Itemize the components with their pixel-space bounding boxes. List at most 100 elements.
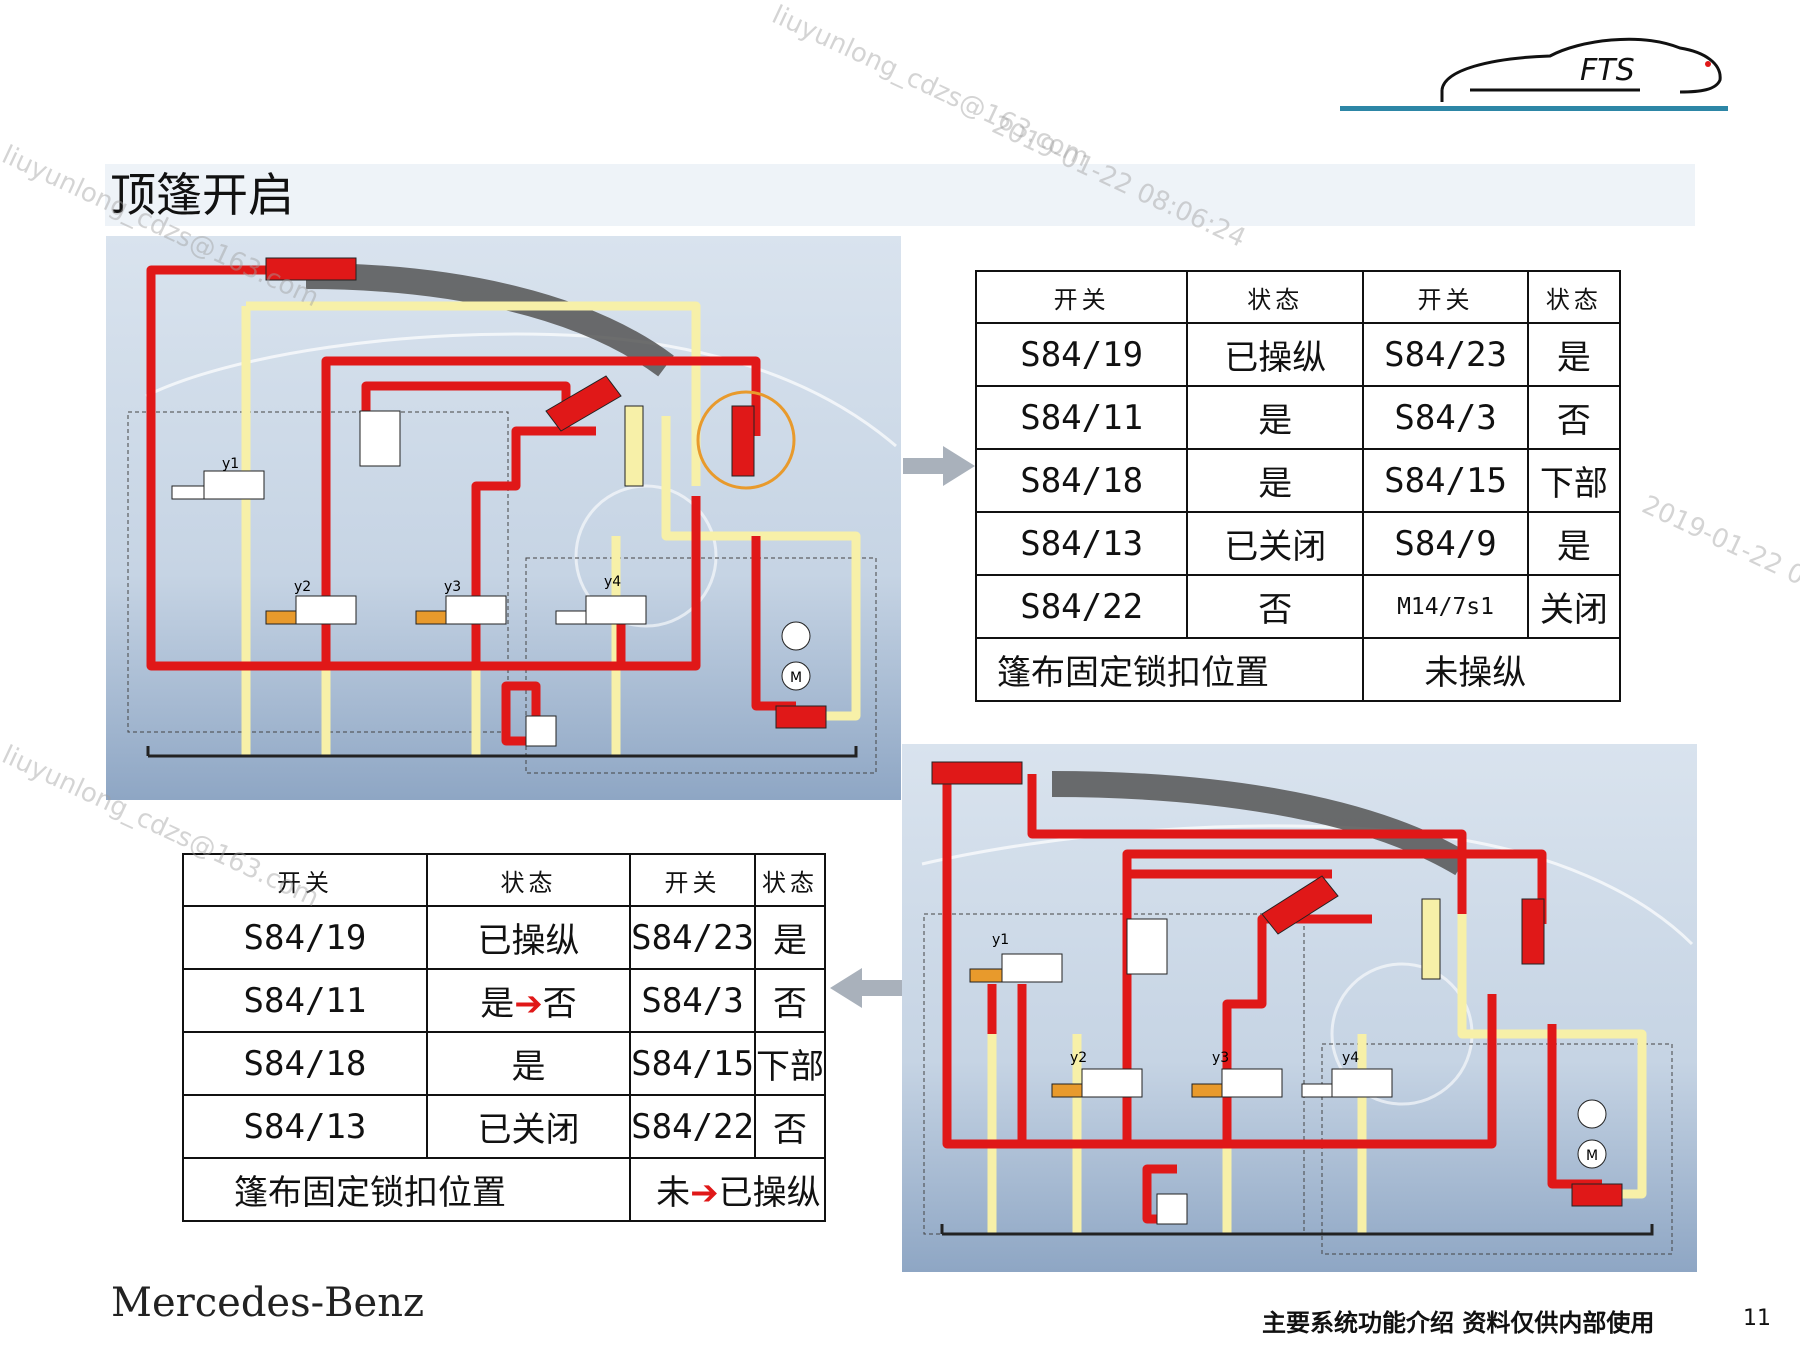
table-header: 状态: [425, 853, 632, 907]
status-cell: 已关闭: [1186, 511, 1365, 576]
arrow-right-icon: [903, 446, 975, 486]
switch-cell: S84/18: [974, 448, 1189, 513]
table-row: S84/13 已关闭 S84/9 是: [974, 511, 1622, 576]
watermark-email: liuyunlong_cdzs@163.com: [767, 0, 1094, 174]
red-arrow-icon: ➔: [690, 1173, 719, 1213]
switch-cell: S84/11: [182, 968, 428, 1033]
valve-y1-active: y1: [969, 932, 1063, 983]
valve-y1-label-2: y1: [992, 932, 1009, 948]
page-number: 11: [1743, 1306, 1771, 1331]
switch-status-table-change: 开关 状态 开关 状态 S84/19 已操纵 S84/23 是 S84/11 是…: [181, 853, 827, 1222]
status-cell: 是: [425, 1031, 632, 1096]
switch-cell: S84/9: [1362, 511, 1529, 576]
table-footer-row: 篷布固定锁扣位置 未操纵: [974, 637, 1621, 702]
valve-y1-label: y1: [222, 456, 239, 472]
pump-motor-2: M: [1571, 1099, 1623, 1207]
switch-cell: S84/19: [974, 322, 1189, 387]
status-cell: 关闭: [1526, 574, 1622, 639]
red-arrow-icon: ➔: [514, 984, 543, 1024]
motor-label: M: [790, 670, 802, 686]
switch-cell: S84/15: [1362, 448, 1529, 513]
status-cell: 否: [1186, 574, 1365, 639]
logo-text: FTS: [1580, 53, 1635, 88]
status-cell: 是: [753, 905, 827, 970]
status-from: 是: [480, 984, 515, 1024]
status-cell: 否: [1526, 385, 1622, 450]
valve-y4-label: y4: [604, 574, 621, 590]
valve-y2-active: y2: [1051, 1050, 1143, 1098]
switch-cell: S84/23: [629, 905, 756, 970]
table-footer-row: 篷布固定锁扣位置 未➔已操纵: [181, 1157, 826, 1222]
valve-y2-label: y2: [294, 579, 311, 595]
lock-from: 未: [656, 1173, 691, 1213]
watermark-datetime: 2019-01-22 08:06:24: [1637, 490, 1800, 634]
status-cell: 是: [1186, 385, 1365, 450]
status-cell: 是: [1526, 511, 1622, 576]
lock-to: 已操纵: [718, 1173, 821, 1213]
brand-name: Mercedes-Benz: [111, 1280, 425, 1326]
table-header: 开关: [629, 853, 756, 907]
switch-cell: S84/13: [182, 1094, 428, 1159]
table-header: 开关: [182, 853, 428, 907]
lock-position-label: 篷布固定锁扣位置: [974, 637, 1365, 702]
switch-cell: S84/3: [629, 968, 756, 1033]
status-cell: 否: [753, 968, 827, 1033]
pump-motor: M: [775, 621, 827, 729]
table-header: 开关: [974, 270, 1189, 324]
switch-cell: S84/15: [629, 1031, 756, 1096]
table-row: S84/19 已操纵 S84/23 是: [974, 322, 1622, 387]
switch-cell: S84/22: [974, 574, 1189, 639]
switch-cell: S84/23: [1362, 322, 1529, 387]
switch-cell: S84/11: [974, 385, 1189, 450]
motor-label-2: M: [1586, 1148, 1598, 1164]
valve-y4: y4: [555, 574, 647, 625]
table-header: 开关: [1362, 270, 1529, 324]
valve-y1: y1: [171, 456, 265, 500]
table-row: S84/22 否 M14/7s1 关闭: [974, 574, 1622, 639]
switch-cell: S84/3: [1362, 385, 1529, 450]
valve-y3-label-2: y3: [1212, 1050, 1229, 1066]
table-row: S84/11 是 S84/3 否: [974, 385, 1622, 450]
table-row: S84/18 是 S84/15 下部: [974, 448, 1622, 513]
status-cell: 下部: [1526, 448, 1622, 513]
status-cell: 是: [1186, 448, 1365, 513]
valve-y2: y2: [265, 579, 357, 625]
title-bar: [105, 164, 1695, 226]
valve-y2-label-2: y2: [1070, 1050, 1087, 1066]
switch-cell: S84/18: [182, 1031, 428, 1096]
table-row: S84/19 已操纵 S84/23 是: [182, 905, 827, 970]
status-change-cell: 是➔否: [425, 968, 632, 1033]
logo-underline: [1340, 106, 1728, 111]
fts-logo: FTS: [1440, 37, 1722, 102]
status-cell: 已操纵: [425, 905, 632, 970]
valve-y3-active: y3: [1191, 1050, 1283, 1098]
status-to: 否: [542, 984, 577, 1024]
lock-position-label: 篷布固定锁扣位置: [181, 1157, 632, 1222]
switch-status-table-initial: 开关 状态 开关 状态 S84/19 已操纵 S84/23 是 S84/11 是…: [974, 270, 1622, 702]
table-row: S84/13 已关闭 S84/22 否: [182, 1094, 827, 1159]
page-title: 顶篷开启: [110, 168, 294, 222]
table-header: 状态: [1526, 270, 1622, 324]
valve-y3: y3: [415, 579, 507, 625]
table-header: 状态: [753, 853, 827, 907]
hydraulic-diagram-initial: y1 y2 y3 y4 M: [106, 236, 901, 800]
lock-position-value: 未操纵: [1362, 637, 1621, 702]
status-cell: 已关闭: [425, 1094, 632, 1159]
valve-y4-label-2: y4: [1342, 1050, 1359, 1066]
switch-cell: S84/22: [629, 1094, 756, 1159]
status-cell: 否: [753, 1094, 827, 1159]
status-cell: 是: [1526, 322, 1622, 387]
arrow-left-icon: [830, 968, 902, 1008]
valve-y4-idle: y4: [1301, 1050, 1393, 1098]
footer-text: 主要系统功能介绍 资料仅供内部使用: [1262, 1309, 1655, 1337]
status-cell: 下部: [753, 1031, 827, 1096]
lock-position-change: 未➔已操纵: [629, 1157, 826, 1222]
switch-cell: S84/13: [974, 511, 1189, 576]
hydraulic-diagram-change: y1 y2 y3 y4 M: [902, 744, 1697, 1272]
valve-y3-label: y3: [444, 579, 461, 595]
status-cell: 已操纵: [1186, 322, 1365, 387]
switch-cell: M14/7s1: [1362, 574, 1529, 639]
switch-cell: S84/19: [182, 905, 428, 970]
table-row: S84/18 是 S84/15 下部: [182, 1031, 827, 1096]
table-header: 状态: [1186, 270, 1365, 324]
